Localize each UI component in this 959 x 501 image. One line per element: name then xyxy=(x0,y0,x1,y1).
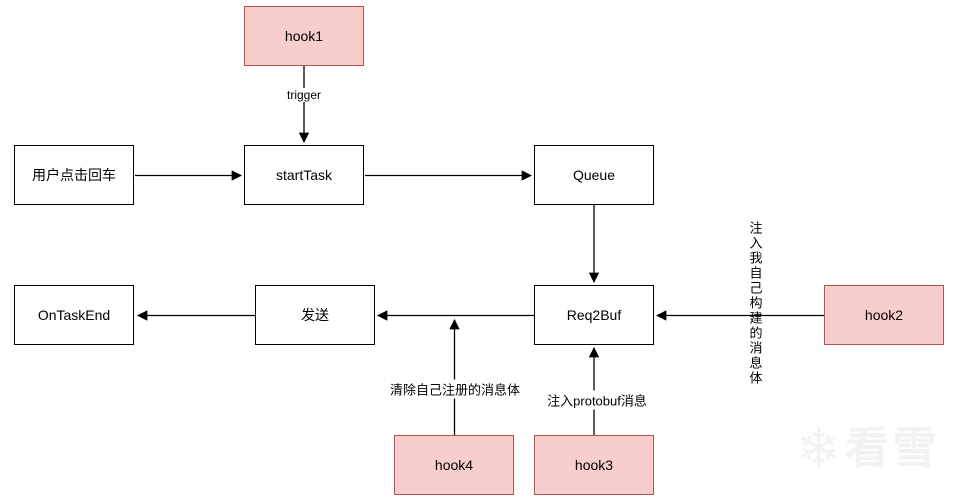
node-starttask-label: startTask xyxy=(275,167,332,183)
edge-label-trigger: trigger xyxy=(284,88,324,102)
node-ontaskend-label: OnTaskEnd xyxy=(37,307,111,323)
node-hook1: hook1 xyxy=(244,6,364,66)
node-user-click-enter-label: 用户点击回车 xyxy=(32,167,116,183)
node-hook4-label: hook4 xyxy=(434,457,474,473)
node-req2buf-label: Req2Buf xyxy=(566,307,622,323)
watermark: ❄ 看雪 xyxy=(796,422,939,476)
node-hook2: hook2 xyxy=(824,285,944,345)
node-ontaskend: OnTaskEnd xyxy=(14,285,134,345)
node-hook3-label: hook3 xyxy=(574,457,614,473)
snowflake-icon: ❄ xyxy=(796,419,842,479)
node-queue-label: Queue xyxy=(572,167,616,183)
node-send-label: 发送 xyxy=(301,307,329,323)
edge-label-inject-protobuf: 注入protobuf消息 xyxy=(545,390,649,410)
node-hook4: hook4 xyxy=(394,435,514,495)
node-user-click-enter: 用户点击回车 xyxy=(14,145,134,205)
node-hook3: hook3 xyxy=(534,435,654,495)
node-starttask: startTask xyxy=(244,145,364,205)
watermark-text: 看雪 xyxy=(845,424,940,473)
node-send: 发送 xyxy=(255,285,375,345)
node-hook1-label: hook1 xyxy=(284,28,324,44)
node-queue: Queue xyxy=(534,145,654,205)
edge-label-inject-own-message: 注入我自己构建的消息体 xyxy=(747,221,763,386)
edge-label-clear-own-message: 清除自己注册的消息体 xyxy=(387,379,523,399)
node-hook2-label: hook2 xyxy=(864,307,904,323)
node-req2buf: Req2Buf xyxy=(534,285,654,345)
